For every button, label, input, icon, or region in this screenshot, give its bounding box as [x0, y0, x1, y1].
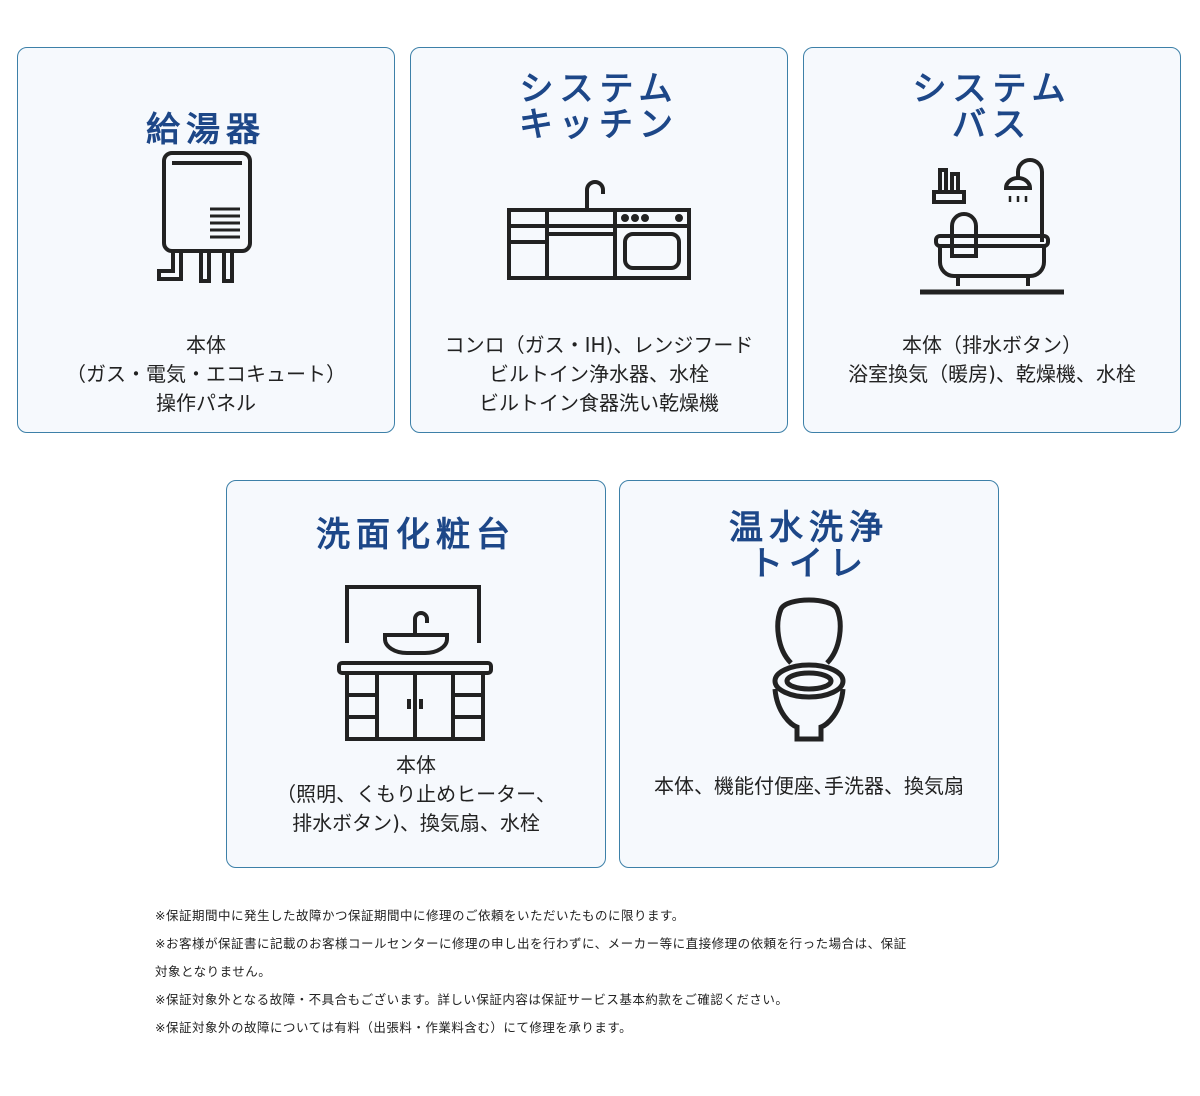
toilet-icon	[772, 597, 846, 742]
water-heater-icon	[157, 151, 252, 283]
kitchen-icon	[507, 180, 691, 280]
card-system-kitchen: システム キッチン コンロ（ガス・IH)、レンジフード ビルトイン浄水器、水栓 …	[410, 47, 788, 433]
card-description: コンロ（ガス・IH)、レンジフード ビルトイン浄水器、水栓 ビルトイン食器洗い乾…	[444, 333, 754, 415]
notes: ※保証期間中に発生した故障かつ保証期間中に修理のご依頼をいただいたものに限ります…	[155, 904, 1055, 1044]
card-description: 本体（排水ボタン） 浴室換気（暖房)、乾燥機、水栓	[848, 333, 1136, 386]
note-line: ※保証期間中に発生した故障かつ保証期間中に修理のご依頼をいただいたものに限ります…	[155, 908, 685, 923]
card-title: 洗面化粧台	[316, 515, 516, 555]
vanity-icon	[337, 585, 493, 741]
card-vanity: 洗面化粧台 本体 （照明、くもり止めヒーター、 排水ボタン)、換気扇、水栓	[226, 480, 606, 868]
card-water-heater: 給湯器 本体 （ガス・電気・エコキュート） 操作パネル	[17, 47, 395, 433]
card-toilet: 温水洗浄 トイレ 本体、機能付便座､手洗器、換気扇	[619, 480, 999, 868]
card-description: 本体 （ガス・電気・エコキュート） 操作パネル	[66, 333, 346, 415]
card-description: 本体 （照明、くもり止めヒーター、 排水ボタン)、換気扇、水栓	[276, 753, 556, 835]
card-title: システム バス	[912, 69, 1072, 145]
note-line: ※お客様が保証書に記載のお客様コールセンターに修理の申し出を行わずに、メーカー等…	[155, 936, 907, 951]
card-title: 給湯器	[146, 110, 266, 150]
bathtub-icon	[920, 158, 1064, 295]
card-title: 温水洗浄 トイレ	[729, 508, 889, 584]
card-system-bath: システム バス 本体（排水ボタン） 浴室換気（暖房)、乾燥機、水栓	[803, 47, 1181, 433]
card-title: システム キッチン	[519, 69, 679, 145]
note-line: ※保証対象外の故障については有料（出張料・作業料含む）にて修理を承ります。	[155, 1020, 633, 1035]
note-line: ※保証対象外となる故障・不具合もございます。詳しい保証内容は保証サービス基本約款…	[155, 992, 789, 1007]
card-description: 本体、機能付便座､手洗器、換気扇	[654, 774, 964, 798]
note-line: 対象となりません。	[155, 964, 272, 979]
